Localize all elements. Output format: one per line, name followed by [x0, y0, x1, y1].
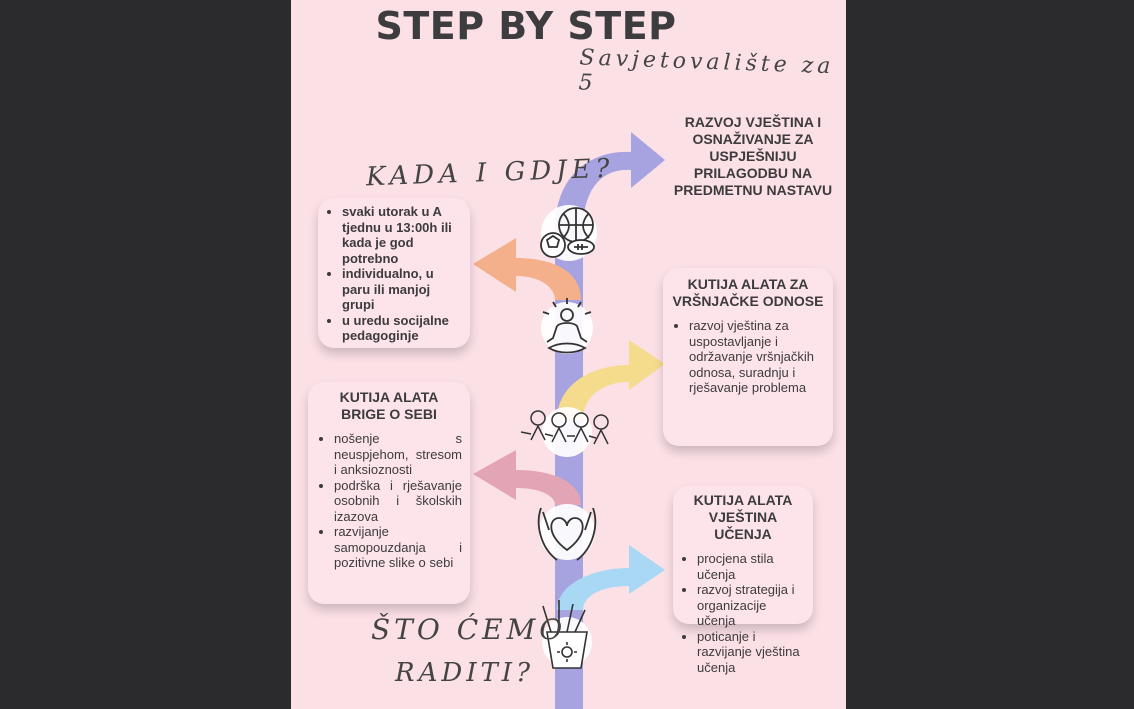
- heart-hands-drawing: [537, 507, 597, 561]
- list-item: razvoj vještina za uspostavljanje i održ…: [689, 318, 825, 396]
- learning-skills-card: KUTIJA ALATA VJEŠTINA UČENJA procjena st…: [673, 486, 813, 675]
- meditation-drawing: [542, 298, 592, 354]
- page-title: STEP BY STEP: [375, 4, 677, 48]
- learning-skills-heading: KUTIJA ALATA VJEŠTINA UČENJA: [693, 492, 793, 542]
- arrow-pink-left: [473, 450, 581, 505]
- sports-balls-drawing: [540, 207, 595, 258]
- arrow-yellow-right: [557, 340, 665, 420]
- list-item: podrška i rješavanje osobnih i školskih …: [334, 478, 462, 525]
- list-item: poticanje i razvijanje vještina učenja: [697, 629, 807, 676]
- skills-development-text: RAZVOJ VJEŠTINA I OSNAŽIVANJE ZA USPJEŠN…: [673, 114, 833, 198]
- list-item: razvijanje samopouzdanja i pozitivne sli…: [334, 524, 462, 571]
- list-item: procjena stila učenja: [697, 551, 807, 582]
- self-care-card: KUTIJA ALATA BRIGE O SEBI nošenje s neus…: [308, 382, 470, 604]
- timeline-graphics: [473, 132, 665, 709]
- poster: STEP BY STEP Savjetovalište za 5 KADA I …: [291, 0, 846, 709]
- list-item: nošenje s neuspjehom, stresom i anksiozn…: [334, 431, 462, 478]
- friends-group-icon: [542, 407, 592, 457]
- list-item: individualno, u paru ili manjoj grupi: [342, 266, 464, 313]
- heart-hands-icon: [539, 504, 595, 560]
- friends-group-drawing: [520, 410, 609, 445]
- self-care-list: nošenje s neuspjehom, stresom i anksiozn…: [316, 431, 462, 571]
- meditation-icon: [541, 302, 593, 354]
- when-where-list: svaki utorak u A tjednu u 13:00h ili kad…: [324, 204, 464, 344]
- what-heading-line2: RADITI?: [395, 658, 535, 688]
- arrow-orange-left: [473, 238, 581, 300]
- list-item: u uredu socijalne pedagoginje: [342, 313, 464, 344]
- page-subtitle: Savjetovalište za 5: [578, 45, 835, 96]
- list-item: svaki utorak u A tjednu u 13:00h ili kad…: [342, 204, 464, 266]
- peer-relations-card: KUTIJA ALATA ZA VRŠNJAČKE ODNOSE razvoj …: [663, 268, 833, 446]
- peer-card-list: razvoj vještina za uspostavljanje i održ…: [671, 318, 825, 396]
- self-care-heading: KUTIJA ALATA BRIGE O SEBI: [339, 389, 439, 422]
- what-heading-line1: ŠTO ĆEMO: [371, 613, 567, 646]
- peer-card-heading: KUTIJA ALATA ZA VRŠNJAČKE ODNOSE: [672, 276, 824, 309]
- learning-skills-list: procjena stila učenja razvoj strategija …: [679, 551, 807, 675]
- arrow-blue-right: [557, 545, 665, 610]
- pencil-cup-drawing: [542, 600, 588, 669]
- list-item: razvoj strategija i organizacije učenja: [697, 582, 807, 629]
- when-where-card: svaki utorak u A tjednu u 13:00h ili kad…: [318, 198, 470, 348]
- arrow-purple-right: [555, 132, 665, 230]
